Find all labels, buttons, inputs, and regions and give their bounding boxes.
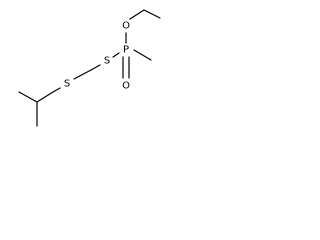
bond-s-p (112, 52, 120, 58)
atom-sulfur-phosphoryl: S (104, 56, 110, 67)
bond-o-ethyl-ch2 (129, 9, 145, 20)
bond-isopropyl-methyl-left (18, 91, 38, 103)
bond-p-methyl (133, 49, 152, 61)
chemical-structure: S S P O O (18, 9, 161, 127)
bond-methylene-s (90, 64, 101, 71)
atom-sulfur-isopropyl: S (64, 79, 70, 90)
atom-phosphorus: P (123, 45, 129, 56)
bond-isopropyl-methyl-right (36, 91, 54, 103)
atom-oxygen-double: O (122, 81, 130, 92)
bond-s-methylene (73, 69, 92, 80)
bond-ethyl-ch2-ch3 (143, 9, 161, 19)
bond-layer (18, 9, 161, 127)
bond-ch-s-isopropyl (52, 87, 61, 93)
atom-label-layer: S S P O O (64, 21, 130, 92)
atom-oxygen-ester: O (122, 21, 130, 32)
